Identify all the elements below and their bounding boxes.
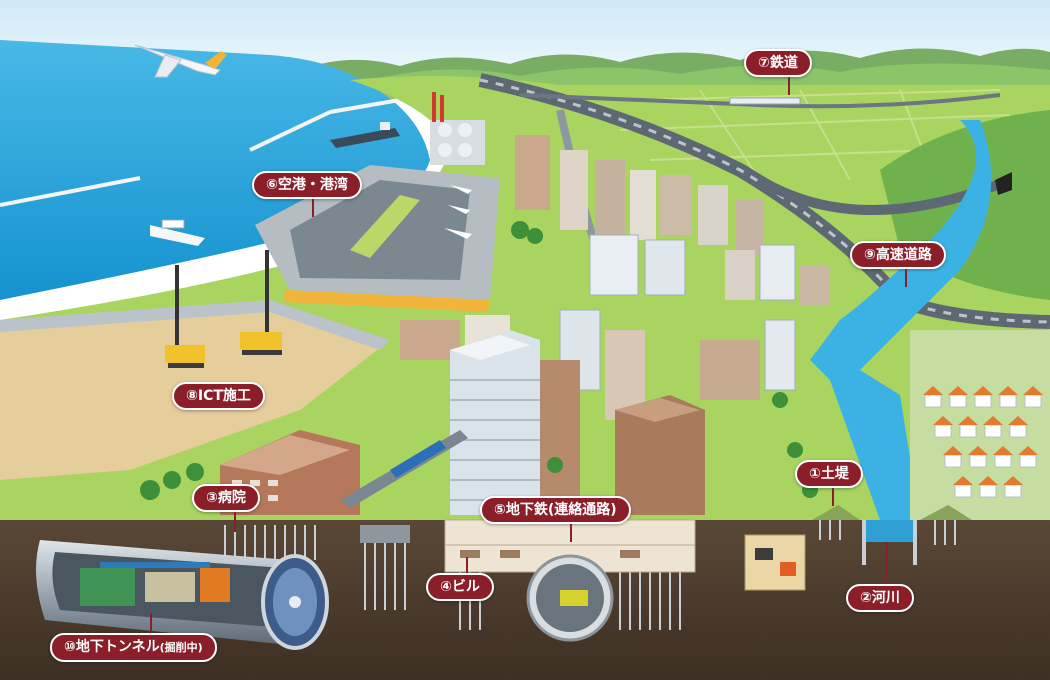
callout-tail (234, 512, 236, 532)
elevated-train (340, 430, 468, 508)
river-channel (862, 520, 917, 565)
sea (0, 40, 430, 300)
airplane (134, 44, 227, 78)
callout-tail (466, 557, 468, 573)
cargo-ship (330, 122, 400, 148)
callout-expressway[interactable]: ⑨高速道路 (850, 241, 946, 287)
piling-rigs (165, 250, 282, 368)
subway-tunnel (526, 554, 614, 642)
callout-river[interactable]: ②河川 (846, 542, 914, 612)
ferry (150, 219, 205, 246)
callout-levee[interactable]: ①土堤 (795, 460, 863, 506)
pier-footing (360, 525, 410, 543)
callout-airport[interactable]: ⑥空港・港湾 (252, 171, 362, 217)
callout-tunnel-label: ⑩地下トンネル (64, 639, 160, 655)
tunnel-portal (995, 172, 1012, 195)
callout-hospital[interactable]: ③病院 (192, 484, 260, 532)
callout-levee-label: ①土堤 (795, 460, 863, 488)
callout-tail (788, 77, 790, 95)
trees (140, 221, 818, 500)
callout-airport-label: ⑥空港・港湾 (252, 171, 362, 199)
farmland (619, 89, 1011, 181)
callout-railway[interactable]: ⑦鉄道 (744, 49, 812, 95)
road-underpass (744, 534, 806, 591)
callout-building[interactable]: ④ビル (426, 557, 494, 601)
city-buildings (400, 135, 830, 420)
callout-tail (886, 542, 888, 584)
callout-tail (150, 613, 152, 633)
callout-hospital-label: ③病院 (192, 484, 260, 512)
port-tanks (430, 92, 485, 165)
callout-ict[interactable]: ⑧ICT施工 (172, 382, 265, 410)
brown-building (615, 395, 705, 515)
callout-subway-label: ⑤地下鉄(連絡通路) (480, 496, 631, 524)
breakwaters (0, 98, 401, 207)
callout-building-label: ④ビル (426, 573, 494, 601)
callout-tunnel-pill: ⑩地下トンネル(掘削中) (50, 633, 217, 662)
callout-ict-label: ⑧ICT施工 (172, 382, 265, 410)
river (810, 120, 992, 520)
callout-railway-label: ⑦鉄道 (744, 49, 812, 77)
callout-expressway-label: ⑨高速道路 (850, 241, 946, 269)
callout-tail (905, 269, 907, 287)
callout-subway[interactable]: ⑤地下鉄(連絡通路) (480, 496, 631, 542)
railway (519, 93, 1001, 109)
callout-tail (312, 199, 314, 217)
callout-river-label: ②河川 (846, 584, 914, 612)
levee (812, 505, 860, 520)
houses (910, 330, 1050, 520)
office-tower (450, 330, 580, 515)
shield-tunnel (36, 540, 329, 650)
parked-planes (444, 185, 472, 239)
callout-tail (832, 488, 834, 506)
callout-tunnel[interactable]: ⑩地下トンネル(掘削中) (50, 613, 217, 662)
callout-tail (570, 524, 572, 542)
callout-tunnel-sub: (掘削中) (159, 641, 203, 654)
